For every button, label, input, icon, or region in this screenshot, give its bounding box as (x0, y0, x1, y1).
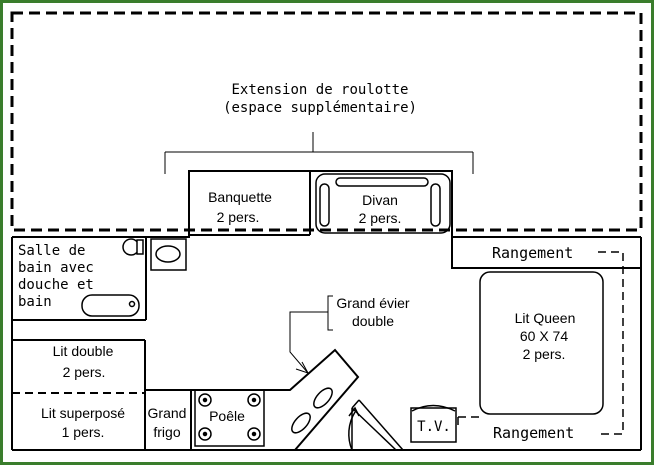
divan-label: Divan (362, 192, 398, 208)
queen-bed (479, 271, 604, 415)
slideout-box (188, 170, 641, 269)
tv-cabinet (410, 404, 457, 443)
queen-bed-capacity: 2 pers. (523, 346, 566, 362)
bathroom-label-line3: douche et (18, 277, 94, 293)
divan-capacity: 2 pers. (359, 210, 402, 226)
lit-double-label: Lit double (53, 343, 114, 359)
stove-outline (194, 389, 265, 447)
toilet-icon (122, 238, 144, 256)
banquette-label: Banquette (208, 189, 272, 205)
entry-door (348, 399, 404, 451)
rangement-top-label: Rangement (492, 244, 573, 262)
bathroom-label-line4: bain (18, 294, 52, 310)
lit-superpose-label: Lit superposé (41, 405, 125, 421)
rangement-dashed-path (457, 251, 624, 435)
divan-sofa-icon (315, 173, 451, 234)
sink-icon (150, 238, 187, 271)
extension-title: Extension de roulotte (231, 82, 408, 98)
fridge-label-line2: frigo (153, 424, 180, 440)
banquette-capacity: 2 pers. (217, 209, 260, 225)
queen-bed-label: Lit Queen (515, 310, 576, 326)
tv-label: T.V. (417, 419, 451, 435)
fridge-label: Grand (148, 405, 187, 421)
bathroom-label-line2: bain avec (18, 260, 94, 276)
lit-superpose-capacity: 1 pers. (62, 424, 105, 440)
queen-bed-size: 60 X 74 (520, 328, 568, 344)
bathroom-label-line1: Salle de (18, 243, 85, 259)
stove-burners (198, 393, 261, 441)
evier-callout-leader (289, 295, 333, 374)
rangement-bottom-label: Rangement (493, 424, 574, 442)
evier-label-line2: double (352, 313, 394, 329)
evier-label: Grand évier (336, 295, 409, 311)
double-sink-basins (291, 387, 333, 434)
kitchen-counter-outline (144, 348, 360, 451)
extension-dashed-outline (10, 11, 643, 232)
extension-bracket (164, 132, 474, 174)
extension-subtitle: (espace supplémentaire) (223, 100, 417, 116)
bathtub-icon (81, 294, 140, 317)
bathroom-walls (12, 237, 147, 321)
lit-double-capacity: 2 pers. (63, 364, 106, 380)
stove-label: Poêle (209, 408, 245, 424)
trailer-walls (11, 236, 642, 451)
